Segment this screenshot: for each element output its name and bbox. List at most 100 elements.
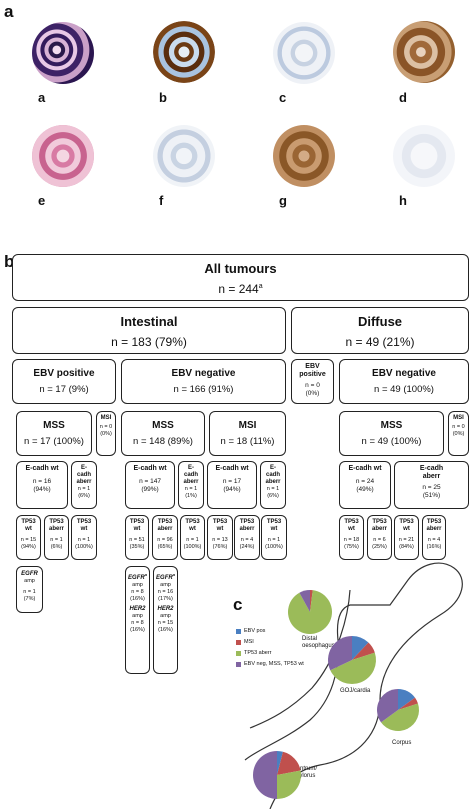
tp53-title: TP53 xyxy=(372,519,387,525)
tp53-count: n = 96 xyxy=(157,537,173,543)
pie-slice xyxy=(277,751,301,775)
ecadh-aberr-pct: (51%) xyxy=(422,492,441,499)
ecadh-aberr-box-1: E- cadh aberr n = 1 (6%) xyxy=(71,461,97,509)
tp53-pct: (100%) xyxy=(183,544,202,550)
image-label-c: c xyxy=(279,90,287,105)
site-label-antrum-pylorus: Antrum/ pylorus xyxy=(296,766,318,779)
tp53-title: TP53 xyxy=(426,519,442,525)
tissue-core-d xyxy=(393,21,455,83)
ecadh-wt-box-4: E-cadh wt n = 24 (49%) xyxy=(339,461,391,509)
tissue-core-b xyxy=(153,21,215,83)
ebv-positive-diffuse-title: EBV positive xyxy=(299,363,326,378)
pie-slice xyxy=(352,636,369,660)
pie-slice xyxy=(310,590,313,612)
tp53-title: TP53 xyxy=(157,519,173,525)
ecadh-aberr-count: n = 1 xyxy=(184,486,198,492)
tp53-pct: (100%) xyxy=(75,544,93,550)
legend-label: TP53 aberr xyxy=(244,650,272,656)
diffuse-box: Diffuse n = 49 (21%) xyxy=(291,307,469,354)
msi-count: n = 18 (11%) xyxy=(220,436,275,447)
msi-pct: (0%) xyxy=(452,431,465,437)
egfr-title: EGFRa xyxy=(128,572,147,581)
tp53-title: TP53 xyxy=(76,519,92,525)
panel-a-letter: a xyxy=(4,2,14,21)
legend-swatch xyxy=(236,628,241,634)
ebv-positive-title: EBV positive xyxy=(33,368,95,379)
ecadh-aberr-title: aberr xyxy=(183,479,199,485)
mss-count: n = 49 (100%) xyxy=(361,436,422,447)
tp53-pct: (65%) xyxy=(157,544,173,550)
msi-box-2: MSI n = 18 (11%) xyxy=(209,411,286,456)
intestinal-count: n = 183 (79%) xyxy=(111,335,187,349)
tissue-core-g xyxy=(273,125,335,187)
ecadh-aberr-pct: (6%) xyxy=(267,493,279,499)
egfr-title: EGFR xyxy=(21,571,38,577)
intestinal-box: Intestinal n = 183 (79%) xyxy=(12,307,286,354)
ecadh-aberr-pct: (1%) xyxy=(185,493,197,499)
tp53-title: TP53 xyxy=(49,519,64,525)
tp53-pct: (84%) xyxy=(399,544,414,550)
tp53-title: TP53 xyxy=(21,519,36,525)
msi-pct: (0%) xyxy=(100,431,112,437)
her2-title: HER2 xyxy=(157,606,174,612)
tp53-count: n = 1 xyxy=(77,537,91,543)
tissue-core-c xyxy=(273,22,335,84)
ecadh-wt-pct: (94%) xyxy=(223,486,241,493)
ebv-negative-diffuse-count: n = 49 (100%) xyxy=(374,384,434,395)
her2-amp: amp xyxy=(160,613,171,619)
tp53-status: aberr xyxy=(48,526,64,532)
tp53-status: wt xyxy=(270,526,278,532)
ecadh-wt-pct: (49%) xyxy=(356,486,374,493)
legend-swatch xyxy=(236,639,241,645)
tp53-count: n = 6 xyxy=(373,537,386,543)
all-tumours-count: n = 244a xyxy=(218,282,263,296)
ecadh-wt-count: n = 24 xyxy=(355,478,375,485)
mss-count: n = 148 (89%) xyxy=(133,436,193,447)
mss-box-3: MSS n = 49 (100%) xyxy=(339,411,444,456)
tp53-count: n = 51 xyxy=(129,537,145,543)
ebv-negative-diffuse-box: EBV negative n = 49 (100%) xyxy=(339,359,469,404)
ecadh-aberr-box-3: E- cadh aberr n = 1 (6%) xyxy=(260,461,286,509)
egfr-amp: amp xyxy=(24,578,35,584)
mss-title: MSS xyxy=(43,420,65,431)
tp53-title: TP53 xyxy=(344,519,359,525)
tp53-status: aberr xyxy=(157,526,173,532)
legend-label: EBV neg, MSS, TP53 wt xyxy=(244,661,304,667)
tp53-status: aberr xyxy=(426,526,442,532)
tp53-count: n = 21 xyxy=(398,537,415,543)
tp53-title: TP53 xyxy=(399,519,414,525)
stomach-outer xyxy=(244,562,463,809)
diffuse-count: n = 49 (21%) xyxy=(345,335,415,349)
pie-slice xyxy=(381,703,420,732)
msi-box-1: MSI n = 0 (0%) xyxy=(96,411,116,456)
tp53-count: n = 1 xyxy=(50,537,63,543)
diffuse-title: Diffuse xyxy=(357,314,403,329)
legend-label: MSI xyxy=(244,639,254,645)
ebv-positive-intestinal-box: EBV positive n = 17 (9%) xyxy=(12,359,116,404)
her2-title: HER2 xyxy=(129,606,146,612)
image-label-h: h xyxy=(399,193,407,208)
tp53-count: n = 4 xyxy=(427,537,441,543)
ecadh-wt-count: n = 17 xyxy=(222,478,242,485)
ecadh-wt-title: E-cadh wt xyxy=(25,465,59,472)
msi-title: MSI xyxy=(453,415,464,421)
pie-slice xyxy=(398,697,418,710)
msi-title: MSI xyxy=(238,420,257,431)
ecadh-aberr-box-4: E-cadh aberr n = 25 (51%) xyxy=(394,461,469,509)
tp53-pct: (75%) xyxy=(344,544,359,550)
legend-label: EBV pos xyxy=(244,628,266,634)
legend-item: EBV neg, MSS, TP53 wt xyxy=(236,661,304,667)
mss-count: n = 17 (100%) xyxy=(24,436,84,447)
ecadh-aberr-title: E-cadh xyxy=(419,465,444,472)
ecadh-wt-pct: (94%) xyxy=(33,486,51,493)
ebv-negative-intestinal-box: EBV negative n = 166 (91%) xyxy=(121,359,286,404)
pie-slice xyxy=(398,689,415,710)
ebv-positive-diffuse-pct: (0%) xyxy=(305,390,320,397)
